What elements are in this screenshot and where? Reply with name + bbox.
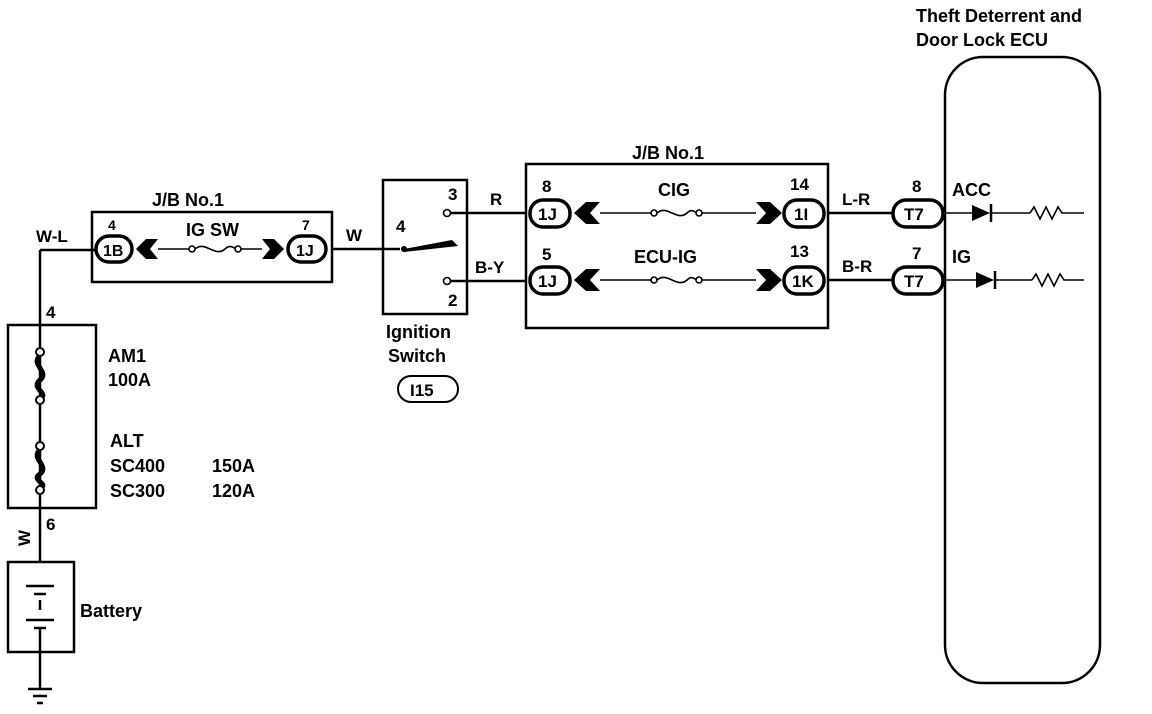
jb-left-arrow-out-icon (262, 239, 284, 259)
connector-1j-top (528, 198, 572, 229)
ig-sw-fuse-icon (194, 245, 237, 253)
ignition-switch-contact-icon (401, 208, 458, 286)
wire-label-by: B-Y (475, 258, 505, 277)
alt-label: ALT (110, 431, 144, 451)
ecu-acc-label: ACC (952, 180, 991, 200)
jb-left-box (90, 210, 334, 284)
battery-label: Battery (80, 601, 142, 621)
ig-sw-fuse-label: IG SW (186, 220, 239, 240)
fusible-pin-top: 4 (46, 303, 56, 322)
jb-right-top-in-pin: 8 (542, 177, 551, 196)
acc-diode-icon (972, 204, 993, 222)
connector-1i-label: 1I (794, 205, 808, 224)
ignition-label-line2: Switch (388, 346, 446, 366)
wire-label-w-vertical: W (15, 529, 34, 546)
cig-fuse-icon (656, 209, 698, 217)
ignition-pin-top: 3 (448, 185, 457, 204)
jb-left-arrow-in-icon (136, 239, 158, 259)
battery-icon (26, 584, 54, 688)
cig-arrow-out-icon (756, 202, 782, 224)
ig-diode-icon (976, 271, 997, 289)
connector-1j-bottom (528, 265, 572, 296)
wire-label-br: B-R (842, 257, 872, 276)
fusible-pin-bottom: 6 (46, 515, 55, 534)
connector-1k-label: 1K (792, 272, 814, 291)
ecu-ig-arrow-out-icon (756, 269, 782, 291)
connector-1j-top-label: 1J (538, 205, 557, 224)
connector-1k (782, 265, 826, 296)
ecu-ig-fuse-icon (656, 276, 698, 284)
ignition-label-line1: Ignition (386, 322, 451, 342)
ecu-top-pin: 8 (912, 177, 921, 196)
connector-1b (94, 234, 134, 264)
ground-icon (28, 687, 52, 705)
connector-1j-left-label: 1J (296, 243, 314, 260)
sc400-rating: 150A (212, 456, 255, 476)
jb-right-title: J/B No.1 (632, 143, 704, 163)
jb-left-out-pin: 7 (302, 217, 310, 233)
jb-right-bot-in-pin: 5 (542, 245, 551, 264)
jb-left-in-pin: 4 (108, 217, 116, 233)
cig-arrow-in-icon (574, 202, 600, 224)
connector-t7-top-label: T7 (904, 205, 924, 224)
ecu-title-line2: Door Lock ECU (916, 30, 1048, 50)
connector-1j-bottom-label: 1J (538, 272, 557, 291)
acc-resistor-icon (1029, 205, 1084, 221)
jb-right-bot-out-pin: 13 (790, 242, 809, 261)
alt-fusible-link-icon (34, 441, 46, 495)
wire-label-lr: L-R (842, 190, 870, 209)
am1-rating: 100A (108, 370, 151, 390)
sc400-label: SC400 (110, 456, 165, 476)
ignition-code-badge (397, 375, 459, 403)
sc300-rating: 120A (212, 481, 255, 501)
ecu-ig-fuse-label: ECU-IG (634, 247, 697, 267)
ignition-code: I15 (410, 381, 434, 400)
jb-right-box (524, 162, 830, 330)
ecu-bottom-pin: 7 (912, 244, 921, 263)
wire-label-wl: W-L (36, 227, 68, 246)
cig-fuse-label: CIG (658, 180, 690, 200)
connector-t7-bottom-label: T7 (904, 272, 924, 291)
jb-left-title: J/B No.1 (152, 190, 224, 210)
ig-resistor-icon (1031, 272, 1084, 288)
jb-right-top-out-pin: 14 (790, 175, 809, 194)
ecu-ig-arrow-in-icon (574, 269, 600, 291)
ignition-switch-box (381, 178, 469, 316)
connector-1i (782, 198, 826, 229)
connector-1j-left (286, 234, 328, 264)
sc300-label: SC300 (110, 481, 165, 501)
connector-1b-label: 1B (103, 243, 123, 260)
ecu-title-line1: Theft Deterrent and (916, 6, 1082, 26)
am1-fusible-link-icon (34, 347, 46, 405)
ignition-pin-in: 4 (396, 217, 406, 236)
fusible-link-box (6, 323, 98, 510)
wire-label-r: R (490, 190, 502, 209)
am1-label: AM1 (108, 346, 146, 366)
ecu-ig-label: IG (952, 247, 971, 267)
wire-label-w: W (346, 226, 363, 245)
ecu-box (943, 55, 1102, 685)
ignition-pin-bottom: 2 (448, 291, 457, 310)
